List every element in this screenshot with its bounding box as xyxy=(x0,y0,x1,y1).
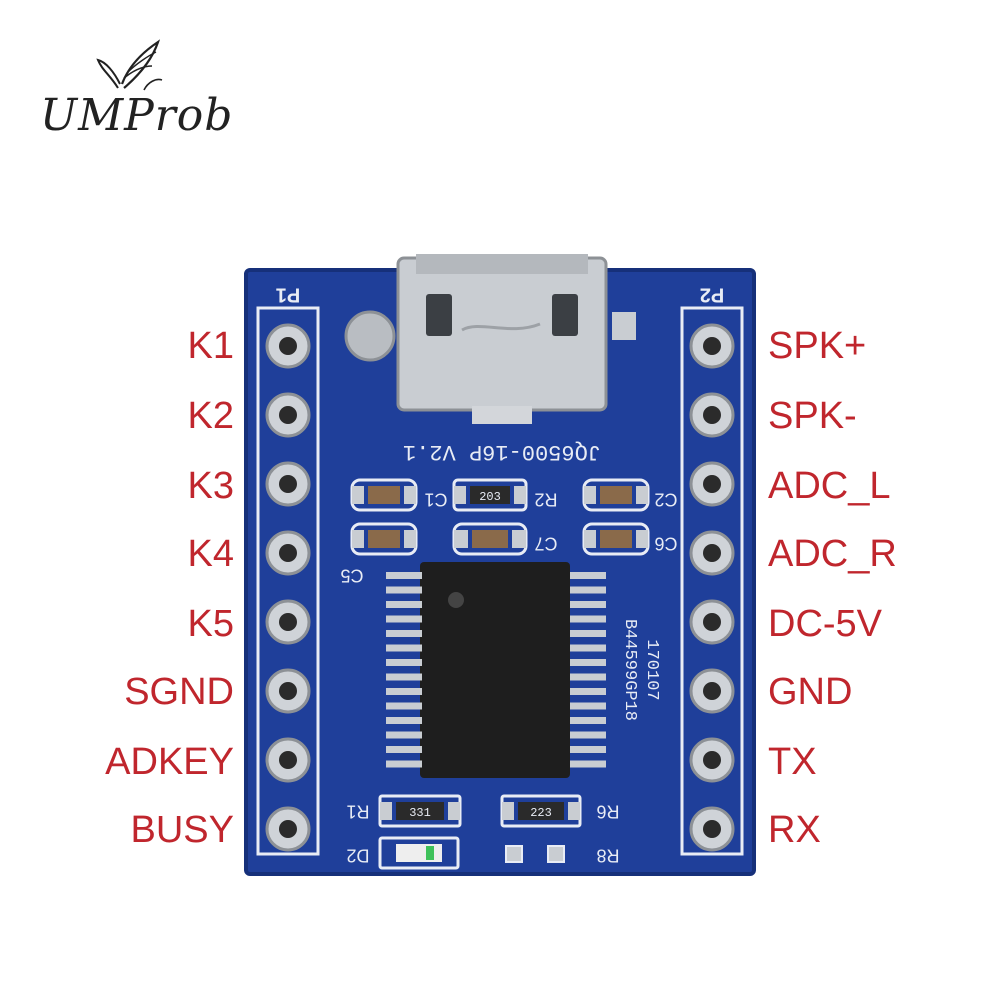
model-silkscreen: JQ6500-16P V2.1 xyxy=(403,439,601,464)
ic-lead-left xyxy=(386,572,422,579)
ic-lead-left xyxy=(386,601,422,608)
ic-lead-left xyxy=(386,746,422,753)
ic-lead-right xyxy=(570,702,606,710)
pin-label-right: ADC_L xyxy=(768,465,891,507)
pin-hole xyxy=(703,406,721,424)
pin-label-left: BUSY xyxy=(130,809,234,851)
ic-lead-left xyxy=(386,586,422,594)
chip-date-code: 170107 xyxy=(642,639,661,700)
ic-lead-left xyxy=(386,688,422,695)
ic-lead-right xyxy=(570,717,606,724)
designator-r2: R2 xyxy=(534,489,557,509)
led-indicator xyxy=(426,846,434,860)
pin-hole xyxy=(279,475,297,493)
resistor-code-r6: 223 xyxy=(530,806,552,820)
pin-label-left: ADKEY xyxy=(105,741,234,783)
pin-hole xyxy=(703,613,721,631)
micro-usb-connector xyxy=(396,254,608,424)
mounting-pad xyxy=(344,310,396,362)
designator-c2: C2 xyxy=(654,489,677,509)
ic-lead-right xyxy=(570,760,606,768)
designator-c6: C6 xyxy=(654,533,677,553)
pin-hole xyxy=(703,475,721,493)
designator-d2: D2 xyxy=(346,845,369,865)
pin-hole xyxy=(279,820,297,838)
ic-lead-right xyxy=(570,630,606,637)
pin-label-left: K3 xyxy=(187,465,234,507)
header-outline-left xyxy=(256,306,320,856)
ic-lead-right xyxy=(570,586,606,594)
pin-hole xyxy=(279,751,297,769)
pin-hole xyxy=(279,337,297,355)
logo-text: UMProb xyxy=(40,90,234,141)
ic-lead-left xyxy=(386,644,422,652)
ic-lead-right xyxy=(570,601,606,608)
designator-c1: C1 xyxy=(424,489,447,509)
pin-label-right: SPK+ xyxy=(768,325,867,367)
designator-r8: R8 xyxy=(596,845,619,865)
pin-hole xyxy=(703,337,721,355)
designator-r6: R6 xyxy=(596,801,619,821)
pad xyxy=(505,845,523,863)
pin-label-right: DC-5V xyxy=(768,603,883,645)
designator-c5: C5 xyxy=(340,565,363,585)
pin-label-right: TX xyxy=(768,741,817,783)
ic-lead-left xyxy=(386,630,422,637)
ic-lead-right xyxy=(570,746,606,753)
pin-label-left: K2 xyxy=(187,395,234,437)
pin-label-right: RX xyxy=(768,809,821,851)
ic-leads xyxy=(386,572,606,768)
brand-logo: UMProb xyxy=(40,20,240,150)
pin-hole xyxy=(703,682,721,700)
pin-label-left: K5 xyxy=(187,603,234,645)
pin-label-right: GND xyxy=(768,671,853,713)
ic-lead-left xyxy=(386,615,422,623)
header-label-left: P1 xyxy=(276,284,300,306)
ic-lead-right xyxy=(570,731,606,739)
butterfly-icon xyxy=(96,39,163,91)
ic-lead-right xyxy=(570,673,606,681)
led-outline-d2 xyxy=(378,836,460,870)
ic-lead-left xyxy=(386,731,422,739)
header-outline-right xyxy=(680,306,744,856)
resistor-code-top: 203 xyxy=(479,490,501,504)
chip-part-code: B44599GP18 xyxy=(620,619,639,721)
ic-lead-right xyxy=(570,572,606,579)
pin-hole xyxy=(703,751,721,769)
ic-lead-left xyxy=(386,673,422,681)
ic-lead-right xyxy=(570,644,606,652)
pin-label-right: SPK- xyxy=(768,395,857,437)
ic-lead-right xyxy=(570,615,606,623)
pin-label-left: SGND xyxy=(124,671,234,713)
ic-lead-right xyxy=(570,688,606,695)
pin-label-right: ADC_R xyxy=(768,533,897,575)
pin-hole xyxy=(703,544,721,562)
pcb-board: P1 P2 JQ6500-16P V2.1 203 xyxy=(244,254,756,876)
shield-pad xyxy=(612,312,636,340)
pin-hole xyxy=(279,544,297,562)
ic-lead-left xyxy=(386,659,422,666)
pin-hole xyxy=(703,820,721,838)
ic-lead-right xyxy=(570,659,606,666)
pin-label-left: K4 xyxy=(187,533,234,575)
ic-lead-left xyxy=(386,702,422,710)
pin-hole xyxy=(279,613,297,631)
designator-r1: R1 xyxy=(346,801,369,821)
pin-hole xyxy=(279,682,297,700)
pin-hole xyxy=(279,406,297,424)
header-pins xyxy=(265,323,735,852)
pin-label-left: K1 xyxy=(187,325,234,367)
header-label-right: P2 xyxy=(700,284,724,306)
pad xyxy=(547,845,565,863)
resistor-code-r1: 331 xyxy=(409,806,431,820)
ic-chip xyxy=(420,562,570,778)
designator-c7: C7 xyxy=(534,533,557,553)
ic-lead-left xyxy=(386,717,422,724)
ic-lead-left xyxy=(386,760,422,768)
